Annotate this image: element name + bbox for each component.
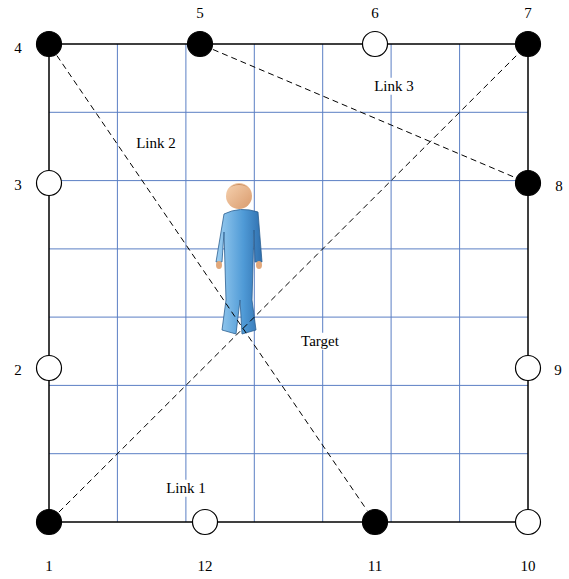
sensor-node: 3	[35, 169, 63, 197]
sensor-node: 7	[514, 30, 542, 58]
link-label: Link 2	[133, 135, 179, 152]
node-number: 3	[14, 178, 22, 193]
sensor-node: 5	[186, 30, 214, 58]
node-number: 2	[14, 363, 22, 378]
target-label: Target	[298, 333, 342, 350]
link-line	[213, 49, 515, 177]
node-number: 11	[368, 559, 382, 574]
grid-lines	[49, 44, 528, 522]
sensor-node: 2	[35, 354, 63, 382]
sensor-circle	[35, 169, 63, 197]
sensor-circle	[191, 508, 219, 536]
link-label: Link 3	[371, 78, 417, 95]
node-number: 9	[554, 363, 562, 378]
node-number: 1	[45, 559, 53, 574]
sensor-circle	[361, 508, 389, 536]
link-label: Link 1	[163, 480, 209, 497]
sensor-circle	[514, 354, 542, 382]
sensor-node: 9	[514, 354, 542, 382]
area-border	[49, 44, 528, 522]
sensor-node: 12	[191, 508, 219, 536]
node-number: 10	[521, 559, 536, 574]
sensor-circle	[186, 30, 214, 58]
sensor-circle	[35, 508, 63, 536]
sensor-circle	[35, 30, 63, 58]
link-line	[59, 54, 518, 512]
sensor-node: 1	[35, 508, 63, 536]
sensor-node: 11	[361, 508, 389, 536]
node-number: 6	[371, 6, 379, 21]
node-number: 5	[196, 6, 204, 21]
sensor-circle	[361, 30, 389, 58]
sensor-circle	[35, 354, 63, 382]
link-line	[57, 56, 367, 511]
node-number: 12	[198, 559, 213, 574]
node-number: 8	[555, 179, 563, 194]
sensor-circle	[514, 508, 542, 536]
sensor-node: 8	[514, 169, 542, 197]
sensor-node: 6	[361, 30, 389, 58]
sensor-circle	[514, 169, 542, 197]
sensor-circle	[514, 30, 542, 58]
sensor-node: 4	[35, 30, 63, 58]
node-number: 4	[14, 41, 22, 56]
node-number: 7	[524, 6, 532, 21]
sensor-node: 10	[514, 508, 542, 536]
